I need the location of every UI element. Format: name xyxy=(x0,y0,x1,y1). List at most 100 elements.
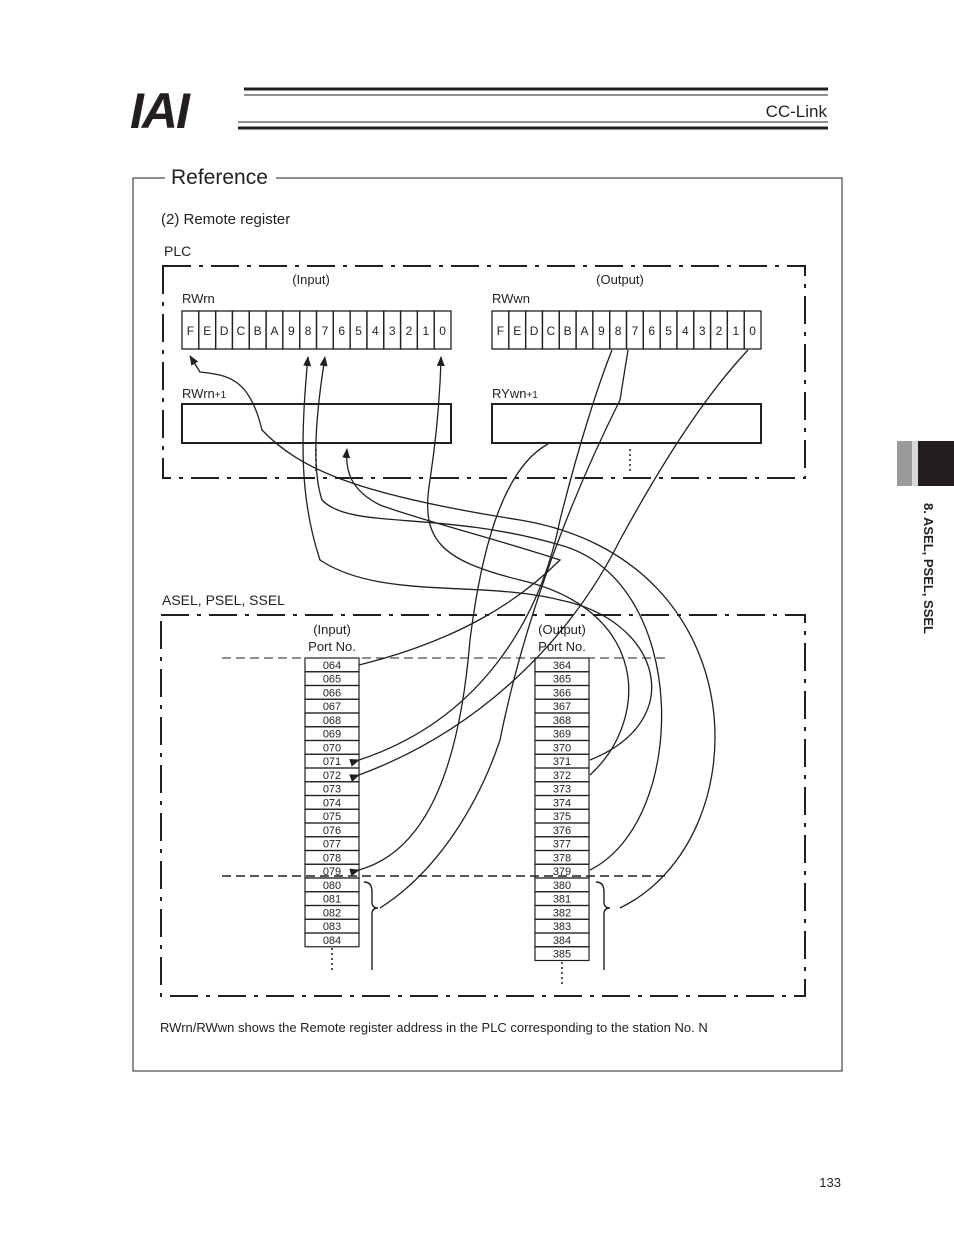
rwrn-bit-label: 9 xyxy=(288,324,295,338)
iai-logo: IAI xyxy=(130,83,191,139)
rwrn-bit-label: 5 xyxy=(355,324,362,338)
rwrn-bit-label: C xyxy=(237,324,246,338)
output-port-number: 376 xyxy=(553,825,571,837)
input-port-number: 067 xyxy=(323,701,341,713)
input-port-number: 065 xyxy=(323,674,341,686)
plc-label: PLC xyxy=(164,243,191,259)
output-port-row xyxy=(534,946,590,962)
output-port-number: 370 xyxy=(553,742,571,754)
output-port-number: 368 xyxy=(553,715,571,727)
rwrn-bit-label: 8 xyxy=(305,324,312,338)
curve-371-to-rwrn-bit8 xyxy=(302,356,653,761)
rwrn-bit-label: 3 xyxy=(389,324,396,338)
header: IAI CC-Link xyxy=(130,83,828,139)
output-port-number: 373 xyxy=(553,784,571,796)
rwwn-bit-label: 9 xyxy=(598,324,605,338)
rwrn-bit-label: B xyxy=(254,324,262,338)
output-port-number: 378 xyxy=(553,852,571,864)
curve-064-to-rwrn1 xyxy=(342,448,562,666)
input-brace xyxy=(363,881,379,970)
rwrn-bit-label: D xyxy=(220,324,229,338)
input-port-row xyxy=(304,932,360,948)
output-brace xyxy=(595,881,611,970)
output-port-number: 374 xyxy=(553,797,571,809)
input-port-number: 066 xyxy=(323,687,341,699)
output-port-header-2: Port No. xyxy=(538,639,586,654)
reference-frame xyxy=(132,177,843,1072)
rwrn1-sub: +1 xyxy=(215,390,227,401)
plc-dashed-frame xyxy=(162,265,806,479)
curve-372-to-rwrn-bit0 xyxy=(426,356,630,776)
rwrn-bit-label: A xyxy=(270,324,278,338)
rywn1-sub: +1 xyxy=(526,390,538,401)
input-port-table: 0640650660670680690700710720730740750760… xyxy=(304,657,360,948)
curve-rywn1-to-079 xyxy=(349,443,549,877)
input-port-number: 072 xyxy=(323,770,341,782)
rwrn1-base: RWrn xyxy=(182,386,215,401)
input-port-number: 082 xyxy=(323,907,341,919)
input-port-number: 080 xyxy=(323,880,341,892)
output-port-number: 380 xyxy=(553,880,571,892)
input-port-number: 070 xyxy=(323,742,341,754)
input-port-header-1: (Input) xyxy=(313,622,351,637)
output-port-number: 385 xyxy=(553,949,571,961)
output-port-number: 381 xyxy=(553,894,571,906)
curve-381-to-rwrn-bitF xyxy=(189,355,716,909)
input-port-number: 069 xyxy=(323,729,341,741)
curve-rwwn-bit7-to-081 xyxy=(379,349,629,909)
rywn1-register xyxy=(491,403,762,444)
rwrn-bit-label: E xyxy=(203,324,211,338)
rwwn-bit-label: 0 xyxy=(749,324,756,338)
rwrn-label: RWrn xyxy=(182,291,215,306)
output-port-number: 377 xyxy=(553,839,571,851)
output-port-number: 365 xyxy=(553,674,571,686)
output-port-number: 367 xyxy=(553,701,571,713)
rwrn-bit-label: F xyxy=(187,324,194,338)
input-port-number: 084 xyxy=(323,935,341,947)
rwrn-bit-label: 7 xyxy=(322,324,329,338)
output-port-number: 364 xyxy=(553,660,571,672)
footnote: RWrn/RWwn shows the Remote register addr… xyxy=(160,1020,708,1035)
rwrn1-label: RWrn+1 xyxy=(182,386,227,401)
rwwn-bit-label: 4 xyxy=(682,324,689,338)
rywn1-label: RYwn+1 xyxy=(492,386,538,401)
input-port-number: 077 xyxy=(323,839,341,851)
input-port-number: 071 xyxy=(323,756,341,768)
input-port-number: 076 xyxy=(323,825,341,837)
side-tab-stripe xyxy=(912,441,918,486)
rwwn-bit-label: 7 xyxy=(632,324,639,338)
rwwn-bit-label: E xyxy=(513,324,521,338)
output-port-number: 379 xyxy=(553,866,571,878)
input-port-number: 083 xyxy=(323,921,341,933)
controller-label: ASEL, PSEL, SSEL xyxy=(162,592,285,608)
plc-input-label: (Input) xyxy=(292,272,330,287)
rwwn-bit-label: 6 xyxy=(648,324,655,338)
rwwn-bit-label: 5 xyxy=(665,324,672,338)
input-port-number: 075 xyxy=(323,811,341,823)
input-port-header-2: Port No. xyxy=(308,639,356,654)
output-port-number: 382 xyxy=(553,907,571,919)
mapping-curves xyxy=(189,349,749,909)
rywn1-base: RYwn xyxy=(492,386,526,401)
reference-title: Reference xyxy=(171,166,268,189)
curve-rwwn-bit0-to-072 xyxy=(349,349,749,782)
output-port-table: 3643653663673683693703713723733743753763… xyxy=(534,657,590,962)
page-number: 133 xyxy=(819,1175,841,1190)
output-port-number: 371 xyxy=(553,756,571,768)
side-tab-label: 8. ASEL, PSEL, SSEL xyxy=(921,503,936,634)
rwrn-bit-label: 1 xyxy=(422,324,429,338)
output-port-number: 366 xyxy=(553,687,571,699)
rwwn-bit-label: 8 xyxy=(615,324,622,338)
input-port-number: 078 xyxy=(323,852,341,864)
curve-rwwn-bit8-to-071 xyxy=(349,349,613,767)
input-port-number: 073 xyxy=(323,784,341,796)
rwwn-bit-label: A xyxy=(580,324,588,338)
rwwn-bit-label: C xyxy=(547,324,556,338)
output-port-number: 384 xyxy=(553,935,571,947)
rwrn-bit-label: 0 xyxy=(439,324,446,338)
